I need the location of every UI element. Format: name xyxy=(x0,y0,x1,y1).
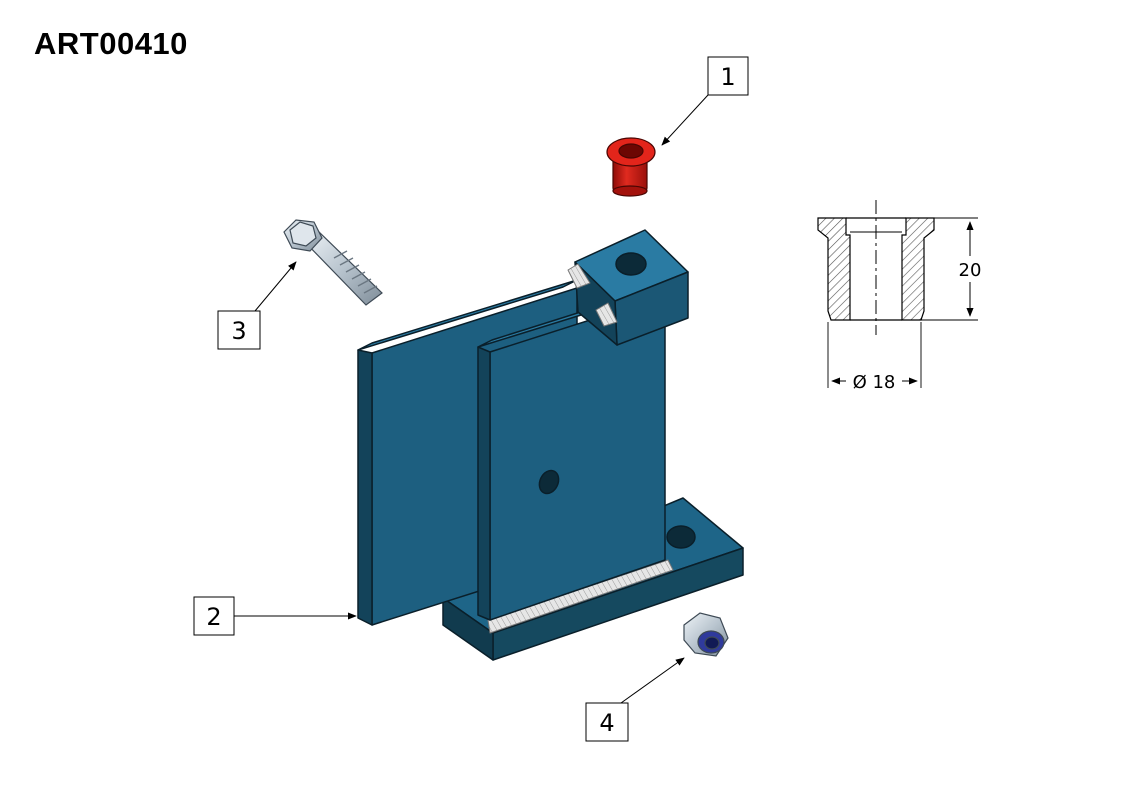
balloon-3-box xyxy=(217,310,261,350)
balloon-3-leader xyxy=(254,261,297,312)
balloon-2: 2 xyxy=(193,596,357,636)
bracket-part xyxy=(357,229,744,661)
balloon-1-box xyxy=(707,56,749,96)
diameter-dimension-label: Ø 18 xyxy=(853,372,896,393)
back-plate-side xyxy=(357,349,373,626)
lug-weld-2 xyxy=(595,302,618,327)
balloon-1-label: 1 xyxy=(720,63,735,91)
bushing-section-detail: 20 Ø 18 xyxy=(817,200,986,393)
balloon-4-leader xyxy=(620,657,685,704)
front-plate-side xyxy=(477,346,491,621)
balloon-3-label: 3 xyxy=(231,317,246,345)
base-plate-left xyxy=(442,597,494,661)
balloon-4: 4 xyxy=(585,657,685,742)
balloon-3: 3 xyxy=(217,261,297,350)
balloon-2-box xyxy=(193,596,235,636)
drawing-title: ART00410 xyxy=(34,26,188,61)
front-plate-hole xyxy=(538,469,560,495)
balloon-2-label: 2 xyxy=(206,603,221,631)
hex-bolt-part xyxy=(283,219,383,306)
section-left-wall xyxy=(817,217,851,321)
lug-hole xyxy=(615,252,647,276)
balloon-4-label: 4 xyxy=(599,709,614,737)
balloon-1-leader xyxy=(661,94,709,146)
lug-weld-1 xyxy=(567,263,591,289)
base-plate-hole xyxy=(666,525,696,549)
lock-nut-part xyxy=(683,612,729,657)
balloon-1: 1 xyxy=(661,56,749,146)
bushing-bore xyxy=(618,143,644,159)
balloon-4-box xyxy=(585,702,629,742)
bolt-threads xyxy=(333,250,378,294)
section-right-wall xyxy=(901,217,935,321)
bolt-head-face xyxy=(289,221,317,247)
height-dimension-label: 20 xyxy=(959,260,982,281)
bushing-body-bottom xyxy=(612,185,648,197)
bushing-part xyxy=(606,137,656,197)
nut-bore xyxy=(704,636,720,650)
